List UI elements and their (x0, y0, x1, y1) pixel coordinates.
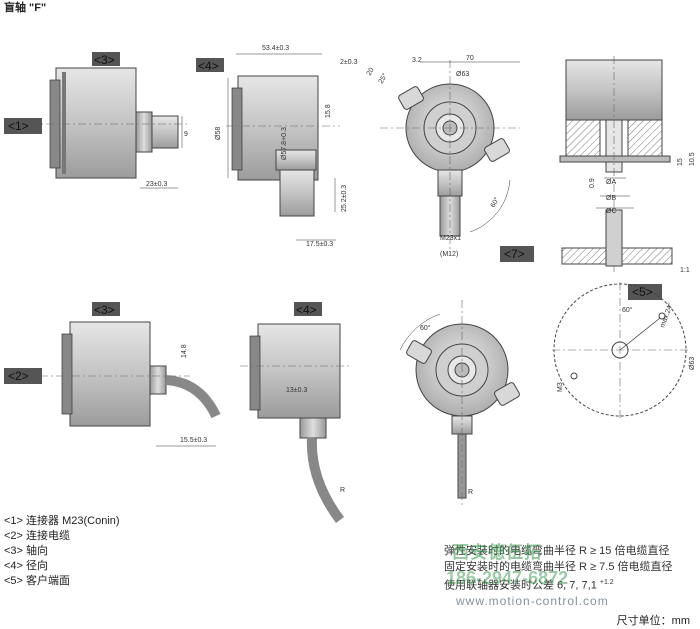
legend-item: <3> 轴向 (4, 545, 49, 557)
note-fixed: 固定安装时的电缆弯曲半径 R ≥ 7.5 倍电缆直径 (444, 560, 673, 573)
legend-item: <2> 连接电缆 (4, 530, 71, 542)
tag-connector: <1> (8, 119, 29, 133)
dim-9: 9 (184, 131, 188, 138)
dim-m3: M3 (557, 382, 564, 392)
tag-box (500, 246, 534, 262)
tag-customer: <5> (632, 285, 653, 299)
dim-scale: 1:1 (680, 267, 690, 274)
dim-23: 23±0.3 (146, 181, 167, 188)
dim-14-8: 14.8 (181, 344, 188, 358)
note-tolerance: 使用联轴器安装时公差 6, 7, 7,1 +1.2 (444, 575, 673, 594)
dim-dC: ØC (606, 208, 617, 215)
dim-60c: 60° (622, 306, 633, 314)
note-tolerance-sup: +1.2 (599, 579, 614, 586)
dim-dB: ØB (606, 195, 616, 202)
legend-item: <4> 径向 (4, 560, 49, 572)
dim-25-2: 25.2±0.3 (341, 185, 348, 212)
dim-dA: ØA (606, 179, 616, 186)
tag-box (92, 52, 120, 66)
dim-25-deg: 25° (377, 72, 389, 85)
dim-3-2: 3.2 (412, 57, 422, 64)
dim-0-9: 0.9 (589, 178, 596, 188)
legend-item: <1> 连接器 M23(Conin) (4, 515, 120, 527)
unit-label: 尺寸单位：mm (616, 615, 690, 627)
encoder-radial-connector-view (196, 53, 340, 241)
dim-R1: R (340, 487, 345, 494)
dim-60-deg: 60° (489, 196, 501, 209)
encoder-axial-cable-view (40, 302, 221, 447)
tag-box (4, 118, 42, 134)
tag-box (4, 368, 42, 384)
note-flexible: 弹性安装时的电缆弯曲半径 R ≥ 15 倍电缆直径 (444, 545, 670, 557)
blind-shaft-section (559, 56, 673, 272)
diagram-title: 盲轴 "F" (4, 2, 47, 14)
encoder-axial-connector-view (30, 52, 190, 189)
customer-face-view (552, 282, 688, 418)
dim-d57-8: Ø57.8+0.3 (281, 127, 288, 160)
legend: <1> 连接器 M23(Conin) <2> 连接电缆 <3> 轴向 <4> 径… (4, 514, 120, 589)
watermark-phone: 186-2947-6872 (446, 568, 569, 588)
dim-15: 15 (677, 158, 684, 166)
encoder-front-cable-view (399, 300, 520, 508)
watermark-url: www.motion-control.com (456, 594, 609, 608)
dim-d63b: Ø63 (689, 357, 696, 370)
dim-d58: Ø58 (215, 127, 222, 140)
dim-m12: (M12) (440, 251, 458, 258)
installation-notes: 弹性安装时的电缆弯曲半径 R ≥ 15 倍电缆直径 固定安装时的电缆弯曲半径 R… (444, 544, 673, 594)
dim-53-4: 53.4±0.3 (262, 45, 289, 52)
legend-item: <5> 客户端面 (4, 575, 71, 587)
tag-cable: <2> (8, 369, 29, 383)
dim-m23: M23x1 (440, 235, 461, 242)
tag-radial-2: <4> (296, 303, 317, 317)
dim-R2: R (468, 489, 473, 496)
watermark-company: 西安德伍拓 (452, 543, 542, 562)
dim-15-5: 15.5±0.3 (180, 437, 207, 444)
tag-axial-2: <3> (94, 303, 115, 317)
dim-2: 2±0.3 (340, 59, 358, 66)
encoder-radial-cable-view (240, 302, 350, 523)
tag-radial-1: <4> (198, 59, 219, 73)
dim-17-5: 17.5±0.3 (306, 241, 333, 248)
dim-60b: 60° (420, 324, 431, 332)
dim-70: 70 (466, 55, 474, 62)
dim-13: 13±0.3 (286, 387, 307, 394)
tag-7: <7> (504, 247, 525, 261)
tag-axial-1: <3> (94, 53, 115, 67)
note-tolerance-text: 使用联轴器安装时公差 6, 7, 7,1 (444, 579, 597, 592)
dim-15-8: 15.8 (325, 104, 332, 118)
dim-10-5: 10.5 (689, 152, 696, 166)
dim-d63: Ø63 (456, 71, 469, 78)
encoder-front-view (380, 60, 520, 250)
dim-20: 20 (366, 67, 376, 77)
